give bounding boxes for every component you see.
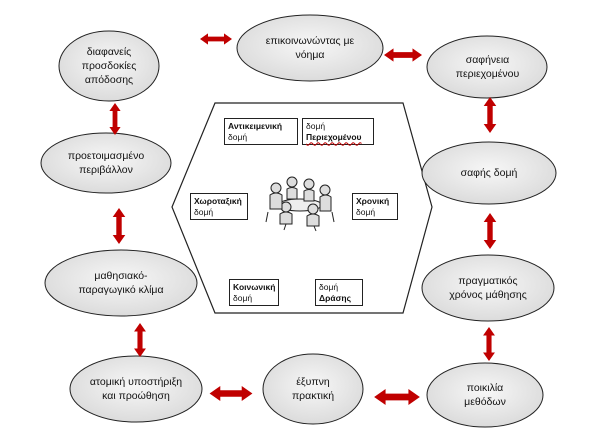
label-diafaneis: διαφανείς προσδοκίες απόδοσης <box>81 45 137 87</box>
ellipse-safineia <box>426 35 548 99</box>
box-chorotaxiki-normal: δομή <box>194 207 214 218</box>
label-exypni: έξυπνη πρακτική <box>291 375 335 402</box>
box-koinoniki: Κοινωνική δομή <box>229 279 279 306</box>
box-chroniki-bold: Χρονική <box>356 196 390 206</box>
ellipse-diafaneis <box>58 30 160 102</box>
label-poikilia: ποικιλία μεθόδων <box>464 381 506 408</box>
label-pragmatikos: πραγματικός χρόνος μάθησης <box>449 274 527 301</box>
box-antikeimeniki: Αντικειμενική δομή <box>224 118 298 145</box>
ellipse-safis-domi <box>421 141 557 205</box>
label-atomiki: ατομική υποστήριξη και προώθηση <box>89 375 183 402</box>
ellipse-poikilia <box>426 362 544 428</box>
box-chorotaxiki: Χωροταξική δομή <box>190 193 248 220</box>
ellipse-proetoimasmeno <box>40 132 172 194</box>
box-periexomenou-normal: δομή <box>306 121 326 131</box>
ellipse-atomiki <box>69 355 203 423</box>
ellipse-exypni <box>262 353 364 425</box>
box-chroniki-normal: δομή <box>356 207 376 218</box>
group-people-illustration <box>265 176 335 232</box>
arrow-mathisiako-atomiki <box>134 323 146 357</box>
ellipse-pragmatikos <box>421 254 555 322</box>
label-safis-domi: σαφής δομή <box>460 166 518 179</box>
box-koinoniki-bold: Κοινωνική <box>233 282 276 292</box>
arrow-proetoimasmeno-mathisiako <box>112 208 126 244</box>
box-periexomenou: δομή Περιεχομένου <box>302 118 374 145</box>
box-periexomenou-bold: Περιεχομένου <box>306 132 362 143</box>
box-chorotaxiki-bold: Χωροταξική <box>194 196 242 206</box>
box-drasis-normal: δομή <box>319 282 339 292</box>
label-safineia: σαφήνεια περιεχομένου <box>455 53 520 80</box>
ellipse-epikoinonontas <box>236 14 384 82</box>
box-antikeimeniki-bold: Αντικειμενική <box>228 121 283 131</box>
arrow-epikoinonontas-safineia <box>384 48 422 62</box>
arrow-safineia-safis <box>483 97 497 133</box>
ellipse-mathisiako <box>44 249 198 317</box>
box-drasis-bold: Δράσης <box>319 293 352 304</box>
arrow-diafaneis-epikoinonontas <box>200 33 232 45</box>
arrow-atomiki-exypni <box>209 386 253 401</box>
box-koinoniki-normal: δομή <box>233 293 253 304</box>
arrow-diafaneis-proetoimasmeno <box>109 103 121 135</box>
box-chroniki: Χρονική δομή <box>352 193 398 220</box>
ellipses <box>40 14 557 428</box>
arrow-exypni-poikilia <box>374 389 420 405</box>
box-antikeimeniki-normal: δομή <box>228 132 248 143</box>
arrow-safis-pragmatikos <box>483 213 497 249</box>
label-mathisiako: μαθησιακό- παραγωγικό κλίμα <box>78 269 164 296</box>
arrow-pragmatikos-poikilia <box>483 327 495 361</box>
box-drasis: δομή Δράσης <box>315 279 363 306</box>
label-epikoinonontas: επικοινωνώντας με νόημα <box>265 34 355 61</box>
label-proetoimasmeno: προετοιμασμένο περιβάλλον <box>67 149 145 176</box>
